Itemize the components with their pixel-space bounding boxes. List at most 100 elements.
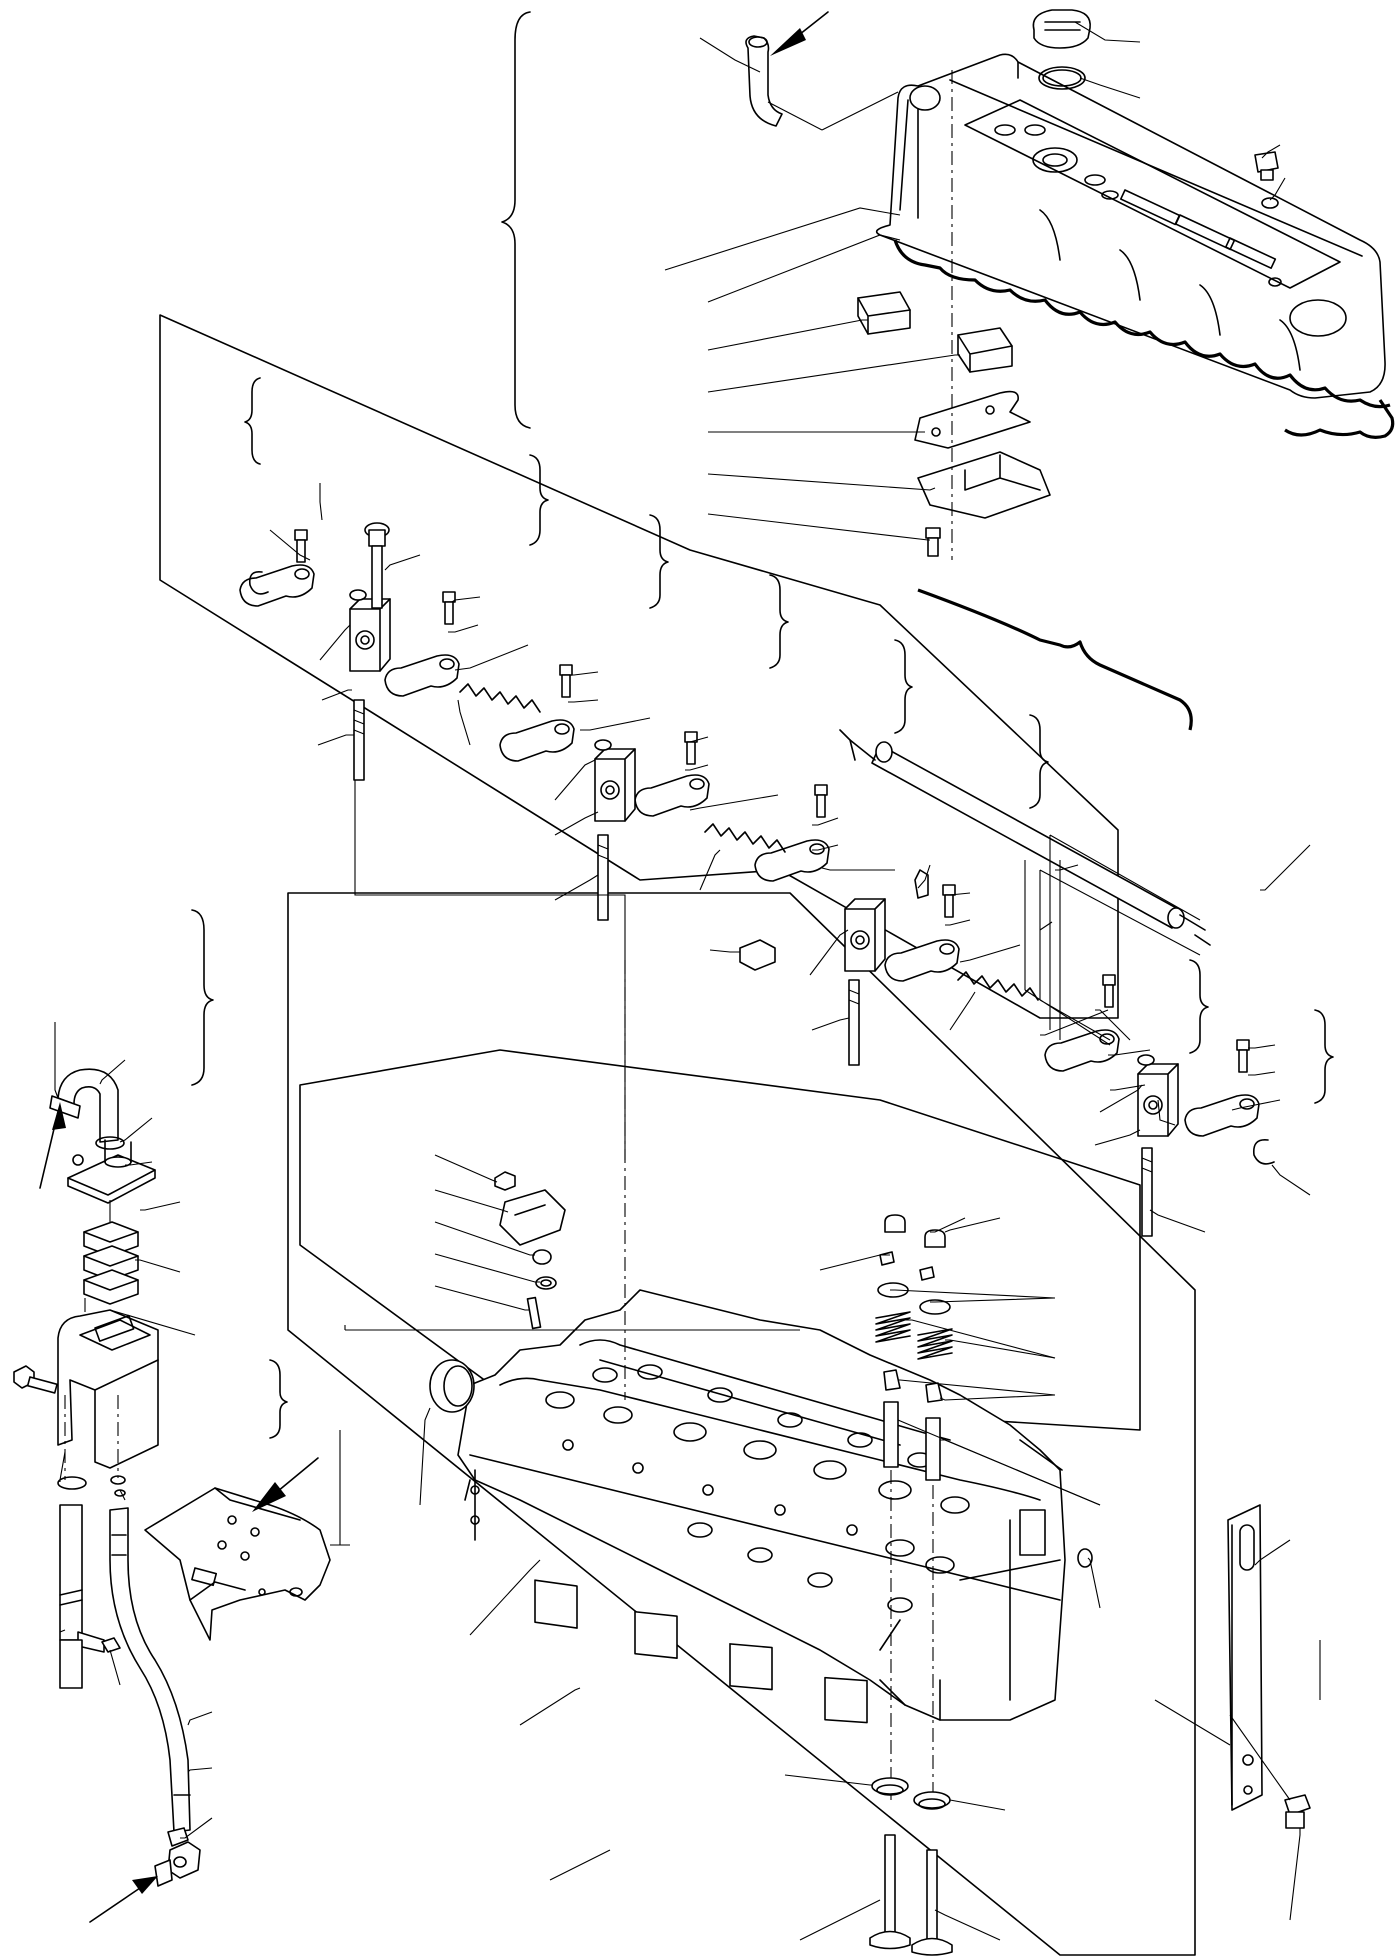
callout-leader [321, 689, 352, 701]
callout-leader [319, 483, 323, 521]
callout-leader [568, 699, 599, 703]
callout-leader [689, 794, 779, 811]
cover-bracket [917, 451, 1051, 519]
callout-leader [809, 929, 849, 976]
lock-nut [739, 939, 776, 971]
rocker-assembly-outline [159, 314, 1119, 1019]
callout-leader [434, 1285, 530, 1311]
outlet-washer [535, 1276, 557, 1290]
cover-ribs [1039, 209, 1301, 371]
arrow-left-upper [39, 1102, 66, 1189]
callout-leader [140, 1201, 181, 1211]
callout-leader [554, 874, 599, 901]
outlet-seal [532, 1249, 552, 1265]
valve-collet [879, 1251, 895, 1266]
rocker-arm [754, 784, 830, 882]
valve [869, 1834, 953, 1956]
callout-leader [1095, 1009, 1131, 1041]
rocker-cover [875, 53, 1386, 399]
callout-leader [1248, 1071, 1276, 1076]
callout-leader [686, 736, 709, 743]
valve-seat-insert [871, 1777, 951, 1810]
callout-leader [812, 844, 839, 851]
callout-leader [434, 1221, 535, 1256]
cover-openings [994, 124, 1282, 287]
callout-leader [707, 473, 936, 491]
callout-leader [945, 919, 971, 926]
spring-retainer [919, 1299, 951, 1315]
lifting-eye-bolt [1284, 1794, 1311, 1829]
small-brace-7 [1189, 959, 1209, 1054]
drain-pipe [59, 1504, 83, 1641]
plug [1254, 151, 1279, 173]
small-brace-5 [894, 639, 913, 734]
callout-leader [1254, 1539, 1291, 1566]
valve-stem-seal [883, 1369, 901, 1391]
callout-leader [1261, 144, 1281, 159]
callout-leader [554, 811, 599, 836]
cover-plate [914, 390, 1031, 449]
valve-spring [875, 1311, 911, 1343]
callout-leader [1055, 864, 1079, 871]
callout-leader [945, 1339, 1056, 1359]
callout-leader [59, 1629, 66, 1633]
small-brace-3 [649, 514, 669, 609]
callout-leader [1289, 1828, 1301, 1921]
callout-leader [1108, 1049, 1151, 1056]
callout-leader [784, 1774, 872, 1786]
rocker-arm [1044, 974, 1120, 1072]
callout-leader [1248, 1044, 1276, 1049]
callout-leader [1269, 177, 1286, 201]
breather-bolt [72, 1154, 84, 1166]
rocker-cover-group [745, 9, 1395, 560]
hose-clamp [95, 1136, 125, 1150]
callout-leader [1110, 1084, 1146, 1091]
callout-leader [905, 1319, 1056, 1359]
callout-leader [580, 717, 651, 731]
rocker-arm [884, 884, 960, 982]
callout-leader [434, 1189, 509, 1213]
valve-guide [925, 1417, 941, 1481]
small-brace-4 [769, 574, 789, 669]
callout-leader [707, 319, 868, 351]
seal-washer [1261, 197, 1279, 209]
rocker-arm [239, 529, 315, 607]
callout-leader [384, 554, 421, 571]
valve-spring [917, 1328, 953, 1360]
cylinder-head-group [344, 780, 1321, 1956]
callout-leader [707, 234, 901, 303]
cover-dome [1289, 299, 1347, 337]
hose-clamp [49, 1095, 81, 1119]
arrow-top [770, 11, 829, 56]
expansion-plug [429, 1359, 475, 1413]
breather-hose-top [745, 35, 783, 127]
callout-leader [890, 1289, 1056, 1299]
support-stud [353, 699, 1153, 1237]
head-plug-end [1077, 1548, 1093, 1568]
callout-leader [1271, 1164, 1311, 1196]
cover-gasket-end [1284, 399, 1395, 439]
arrows [39, 11, 829, 1923]
callout-leader [685, 764, 709, 771]
callout-leader [917, 864, 931, 889]
cylinder-head [457, 1289, 1066, 1721]
cover-bolt [925, 527, 941, 539]
callout-leader [1079, 77, 1141, 99]
rocker-shaft [871, 744, 1181, 929]
callout-leader [554, 759, 596, 801]
rocker-arm [384, 591, 460, 697]
callout-leader [799, 1899, 881, 1941]
callout-leader [451, 596, 481, 603]
valve-collet [924, 1229, 946, 1248]
small-brace-8 [1314, 1009, 1334, 1104]
callout-leader [457, 699, 471, 746]
callout-leader [1149, 1209, 1206, 1233]
callout-leader [949, 1799, 1006, 1811]
hose-clamp [57, 1476, 87, 1490]
callout-leader [699, 849, 721, 891]
callout-leader [819, 1254, 890, 1271]
rocker-spring [459, 683, 1039, 1001]
cover-end-knob [909, 85, 941, 111]
callout-leader [699, 37, 761, 73]
